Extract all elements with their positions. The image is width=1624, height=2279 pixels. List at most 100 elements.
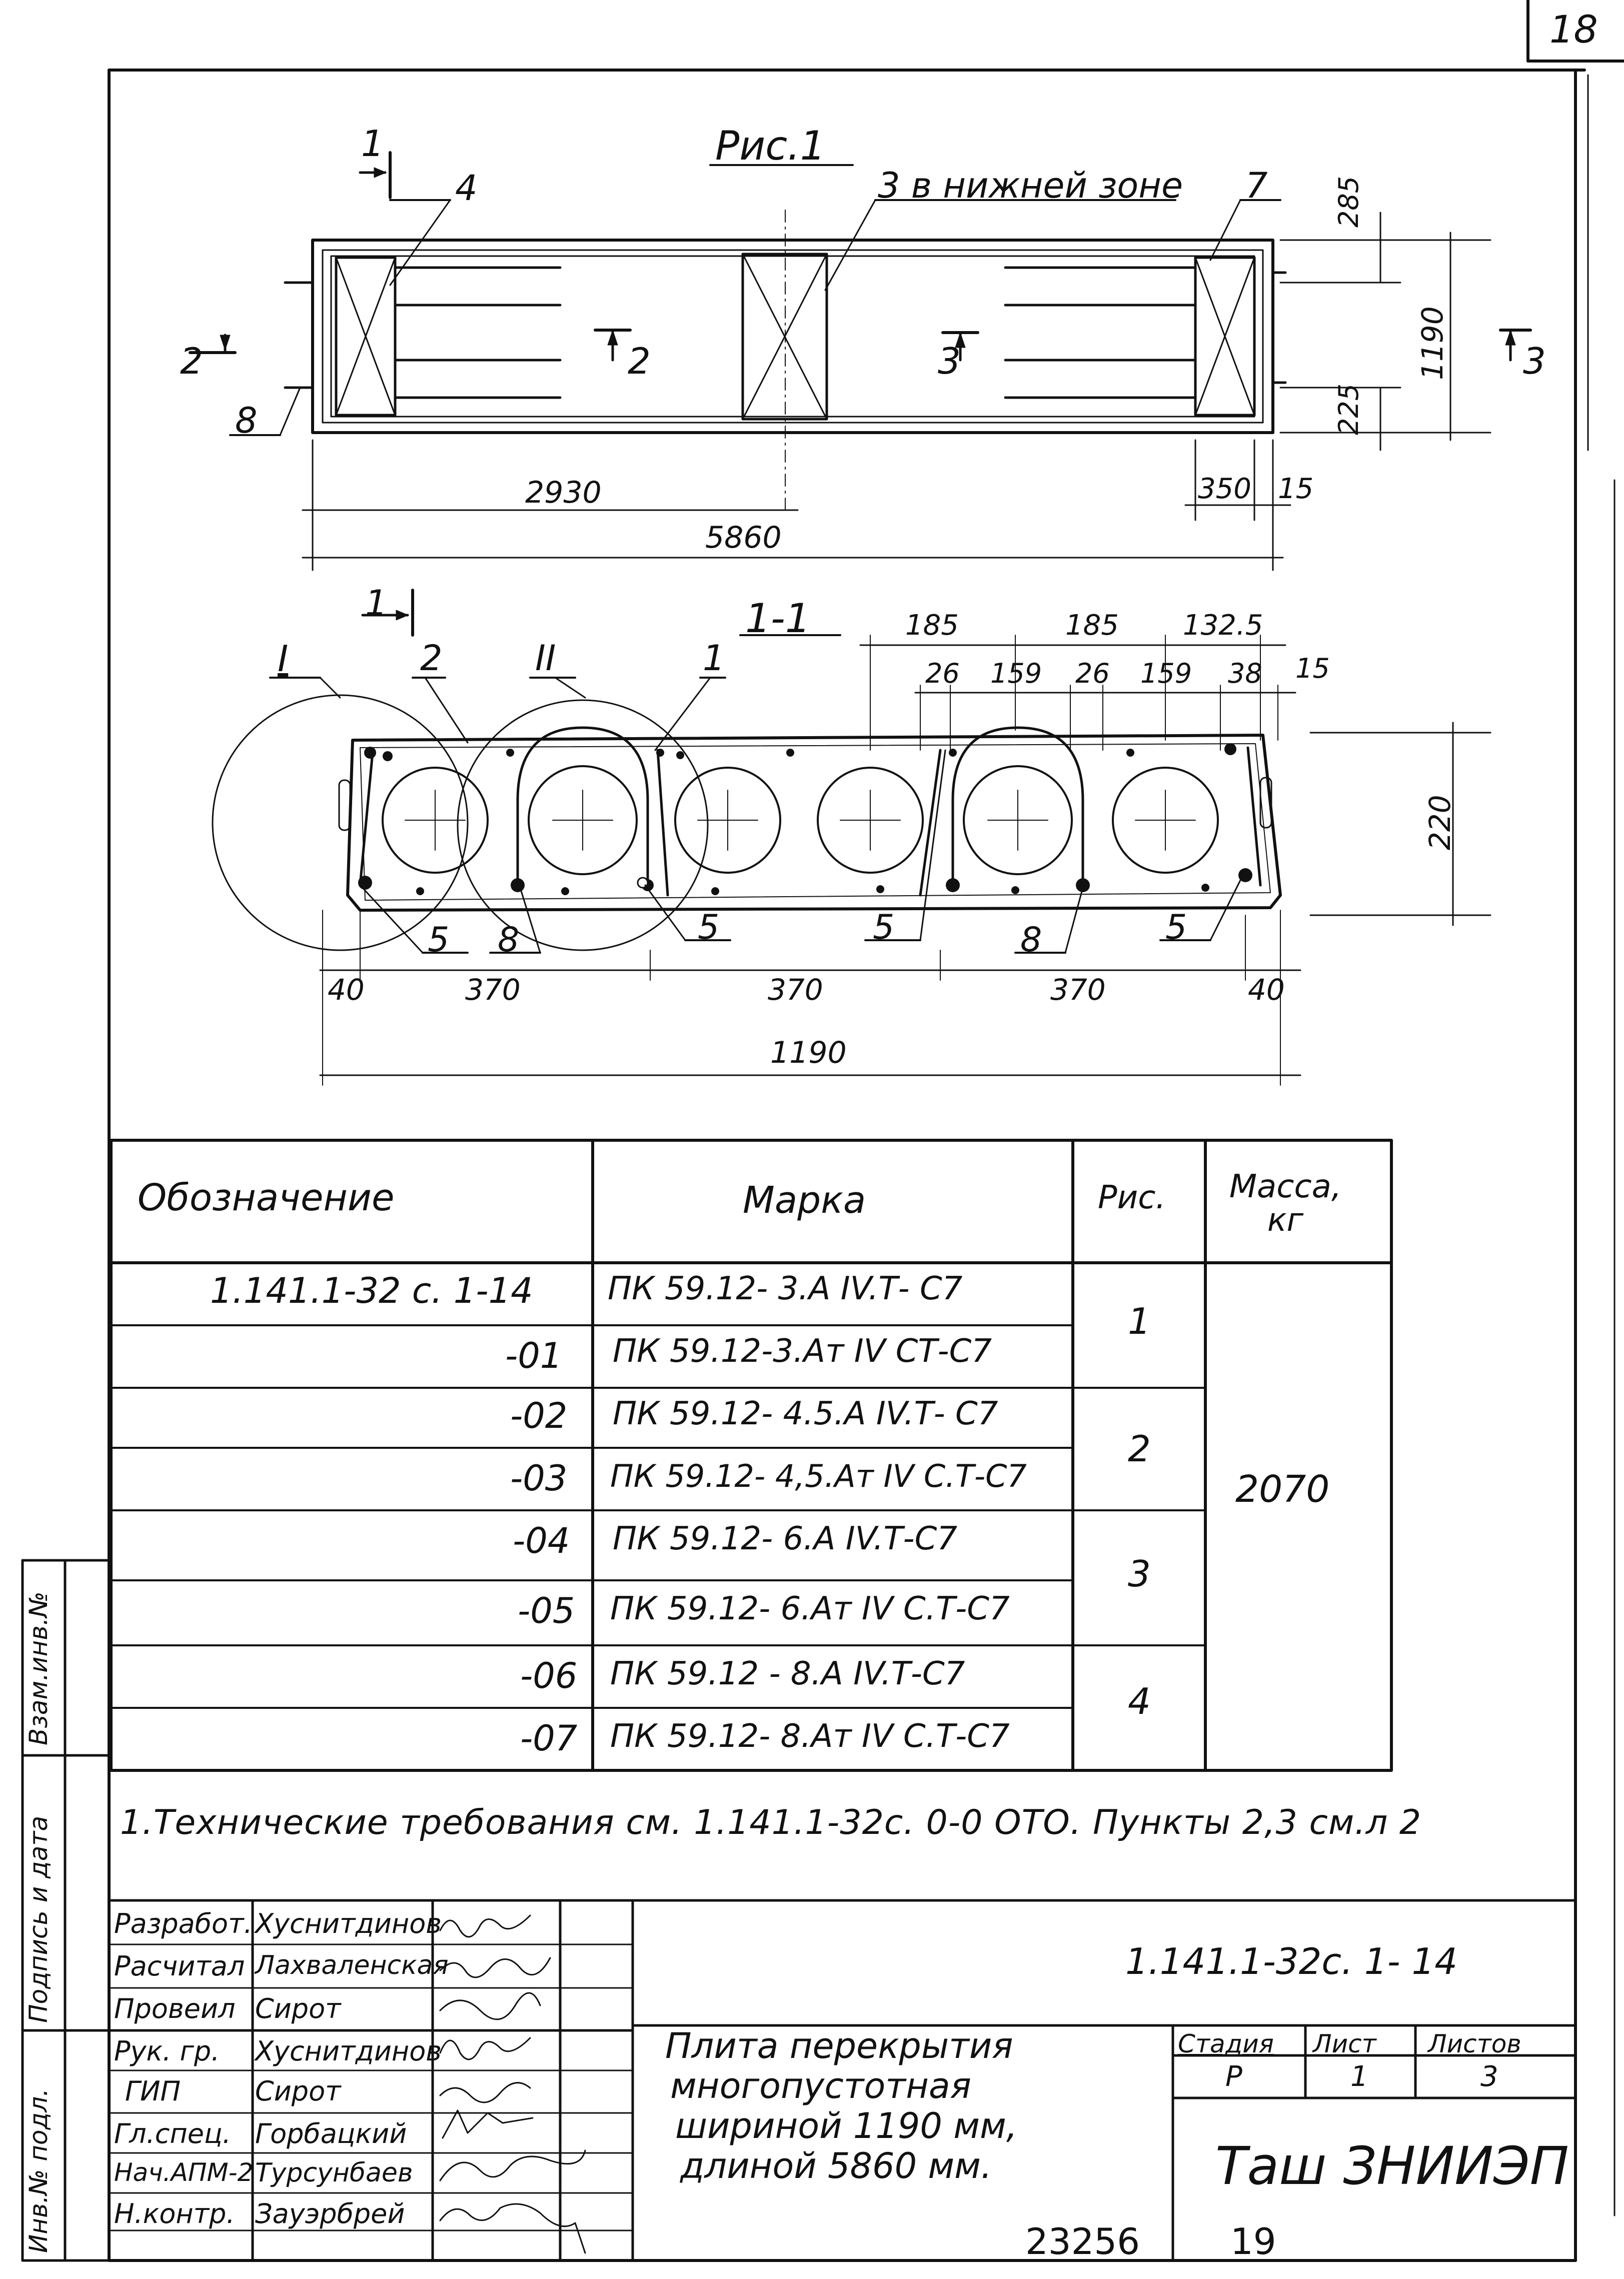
- dim-370c: 370: [1050, 973, 1106, 1007]
- tb-name: Зауэрбрей: [255, 2198, 405, 2229]
- tb-role: Нач.АПМ-2: [114, 2158, 254, 2187]
- organization: Таш ЗНИИЭП: [1215, 2135, 1569, 2196]
- section-label-8a: 8: [498, 920, 520, 960]
- table-row-designation: -02: [510, 1395, 568, 1436]
- dim-26b: 26: [1075, 658, 1110, 689]
- tb-name: Сирот: [255, 1993, 341, 2024]
- description-line: длиной 5860 мм.: [680, 2145, 992, 2186]
- description-line: многопустотная: [670, 2065, 971, 2106]
- dim-40-left: 40: [328, 973, 365, 1007]
- tb-role: ГИП: [125, 2075, 181, 2107]
- stage-value: Р: [1225, 2060, 1242, 2093]
- footer-code: 23256: [1025, 2220, 1140, 2262]
- tb-role: Разработ.: [114, 1908, 253, 1939]
- section-view: [212, 589, 1491, 1086]
- plan-callout-4: 4: [455, 168, 478, 209]
- plan-callout-3: 3 в нижней зоне: [878, 165, 1183, 206]
- tb-name: Хуснитдинов: [255, 1908, 442, 1939]
- dim-15-plan: 15: [1278, 473, 1314, 505]
- table-row-mark: ПК 59.12-3.Ат IV СТ-С7: [613, 1333, 992, 1370]
- dim-159b: 159: [1140, 658, 1192, 689]
- spec-table-lines: [110, 1139, 1393, 1772]
- table-row-mark: ПК 59.12 - 8.А IV.Т-С7: [610, 1655, 965, 1692]
- tb-role: Н.контр.: [114, 2198, 235, 2229]
- tb-role: Рук. гр.: [114, 2035, 220, 2067]
- table-row-designation: 1.141.1-32 с. 1-14: [210, 1270, 533, 1311]
- section-label-5a: 5: [428, 920, 450, 960]
- cut-label-2-left: 2: [180, 340, 203, 382]
- dim-15-section: 15: [1295, 653, 1330, 684]
- dim-top-185a: 185: [905, 609, 959, 642]
- section-cut-mark: 1: [365, 583, 388, 624]
- table-row-designation: -03: [510, 1458, 568, 1499]
- plan-view: [189, 151, 1532, 571]
- footer-page: 19: [1230, 2220, 1276, 2262]
- table-row-mark: ПК 59.12- 8.Ат IV С.Т-С7: [610, 1718, 1010, 1755]
- dim-top-185b: 185: [1065, 609, 1119, 642]
- sheet-label: Лист: [1313, 2029, 1376, 2058]
- dim-370a: 370: [465, 973, 521, 1007]
- section-label-5d: 5: [1165, 908, 1187, 947]
- table-row-mark: ПК 59.12- 6.Ат IV С.Т-С7: [610, 1590, 1010, 1627]
- table-row-designation: -04: [513, 1520, 570, 1561]
- dim-5860: 5860: [705, 520, 782, 555]
- description-line: шириной 1190 мм,: [675, 2105, 1018, 2146]
- dim-1190-vertical: 1190: [1415, 306, 1449, 380]
- section-label-2: 2: [420, 638, 443, 679]
- table-row-mark: ПК 59.12- 4,5.Ат IV С.Т-С7: [610, 1458, 1027, 1494]
- tb-name: Горбацкий: [255, 2118, 407, 2149]
- table-fig-3: 3: [1128, 1553, 1151, 1595]
- signatures: [439, 1914, 586, 2254]
- side-stamp-lines: [21, 1559, 113, 2262]
- title-block-lines: [110, 1899, 1577, 2262]
- table-fig-4: 4: [1128, 1680, 1151, 1722]
- section-label-5c: 5: [873, 908, 895, 947]
- dim-225: 225: [1333, 383, 1364, 435]
- dim-285: 285: [1333, 176, 1364, 228]
- plan-callout-7: 7: [1245, 165, 1268, 206]
- table-row-designation: -06: [520, 1655, 578, 1696]
- tb-role: Расчитал: [114, 1950, 245, 1982]
- table-row-designation: -01: [505, 1335, 563, 1376]
- table-row-designation: -05: [518, 1590, 575, 1631]
- tb-name: Лахваленская: [255, 1950, 449, 1980]
- plan-callout-1: 1: [361, 123, 384, 165]
- dim-1190-section: 1190: [770, 1035, 847, 1070]
- cut-label-3-mid: 3: [938, 340, 961, 382]
- table-row-mark: ПК 59.12- 4.5.А IV.Т- С7: [613, 1395, 998, 1432]
- side-label-replace-inv: Взам.инв.№: [24, 1591, 53, 1745]
- detail-label-II: II: [535, 638, 556, 679]
- dim-220: 220: [1423, 795, 1457, 850]
- figure-title: Рис.1: [715, 123, 826, 169]
- sheets-value: 3: [1480, 2060, 1498, 2093]
- dim-top-132: 132.5: [1183, 609, 1263, 642]
- tb-role: Гл.спец.: [114, 2118, 231, 2149]
- tb-name: Хуснитдинов: [255, 2035, 442, 2067]
- tb-role: Провеил: [114, 1993, 236, 2024]
- tb-name: Сирот: [255, 2075, 341, 2107]
- sheet-number: 18: [1549, 7, 1598, 52]
- sheets-label: Листов: [1428, 2029, 1521, 2058]
- table-header-designation: Обозначение: [138, 1176, 395, 1219]
- table-mass: 2070: [1235, 1468, 1330, 1511]
- section-title: 1-1: [745, 595, 811, 642]
- sheet-value: 1: [1350, 2060, 1368, 2093]
- tb-name: Турсунбаев: [255, 2158, 413, 2188]
- dim-38: 38: [1228, 658, 1262, 689]
- dim-2930: 2930: [525, 475, 602, 510]
- stage-label: Стадия: [1178, 2029, 1274, 2058]
- table-row-designation: -07: [520, 1718, 578, 1759]
- section-label-1: 1: [703, 638, 725, 679]
- cut-label-2-mid: 2: [628, 340, 651, 382]
- cut-label-3-right: 3: [1523, 340, 1546, 382]
- dim-159a: 159: [990, 658, 1042, 689]
- table-fig-2: 2: [1128, 1428, 1151, 1470]
- side-label-orig-inv: Инв.№ подл.: [24, 2088, 53, 2253]
- dim-370b: 370: [768, 973, 823, 1007]
- side-label-signature-date: Подпись и дата: [24, 1815, 53, 2023]
- document-code: 1.141.1-32с. 1- 14: [1125, 1940, 1458, 1982]
- dim-26a: 26: [925, 658, 960, 689]
- table-fig-1: 1: [1128, 1300, 1151, 1342]
- dim-350: 350: [1198, 473, 1251, 505]
